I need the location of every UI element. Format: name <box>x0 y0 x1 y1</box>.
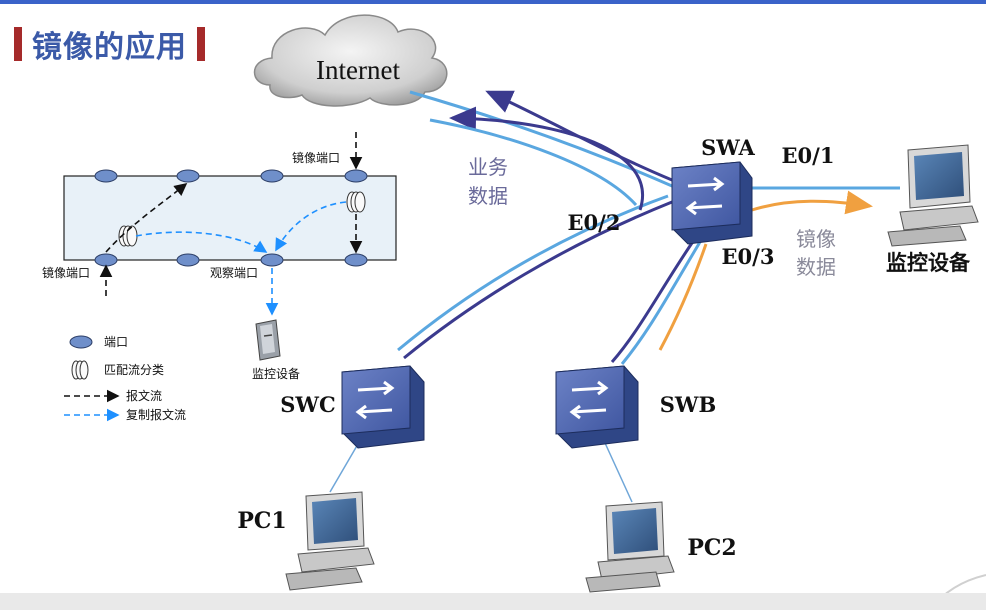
swb-label: SWB <box>660 392 717 417</box>
top-accent-bar <box>0 0 986 4</box>
pc2-label: PC2 <box>687 535 736 561</box>
pc1-icon <box>285 491 375 591</box>
mirror-data-label-line2: 数据 <box>796 255 836 279</box>
monitor-device-label: 监控设备 <box>886 251 971 275</box>
internet-label: Internet <box>316 55 400 85</box>
business-data-label-line1: 业务 <box>468 155 508 179</box>
port-icon <box>344 169 368 183</box>
switch-swb-icon <box>555 365 639 449</box>
slide-title-block: 镜像的应用 <box>14 24 205 65</box>
legend-port-label: 端口 <box>104 335 128 349</box>
legend-flow-classifier-label: 匹配流分类 <box>104 363 164 377</box>
port-icon <box>94 169 118 183</box>
title-marker-left <box>14 27 22 61</box>
legend-copy-flow-label: 复制报文流 <box>126 407 186 422</box>
port-icon <box>344 253 368 267</box>
ports-bottom <box>94 253 368 267</box>
swa-label: SWA <box>701 135 755 160</box>
bottom-bar <box>0 593 986 610</box>
port-e01-label: E0/1 <box>782 143 835 168</box>
legend-flow-classifier-icon <box>71 360 89 380</box>
port-icon <box>260 253 284 267</box>
port-icon <box>176 169 200 183</box>
business-data-label-line2: 数据 <box>468 184 508 208</box>
network-links <box>329 90 900 503</box>
observe-port-label: 观察端口 <box>210 266 258 280</box>
slide-title: 镜像的应用 <box>32 30 187 65</box>
ports-top <box>94 169 368 183</box>
internet-cloud-icon <box>253 14 448 107</box>
pc1-label: PC1 <box>237 508 286 534</box>
legend-packet-flow-label: 报文流 <box>126 388 162 403</box>
monitor-device-icon <box>887 144 979 247</box>
port-icon <box>260 169 284 183</box>
mirror-schematic <box>63 132 397 361</box>
flow-classifier-icon <box>118 225 138 247</box>
pc2-icon <box>585 501 675 593</box>
port-e02-label: E0/2 <box>568 210 621 235</box>
mirror-port-top-label: 镜像端口 <box>292 150 340 165</box>
switch-swc-icon <box>341 365 425 449</box>
flow-classifier-icon <box>346 191 366 213</box>
swc-label: SWC <box>280 392 335 417</box>
mirror-data-label-line1: 镜像 <box>796 227 836 251</box>
title-marker-right <box>197 27 205 61</box>
mirror-port-left-label: 镜像端口 <box>42 265 90 280</box>
inset-monitor-label: 监控设备 <box>252 367 300 381</box>
device-box <box>63 175 397 261</box>
monitor-server-icon <box>255 319 281 361</box>
port-icon <box>94 253 118 267</box>
port-icon <box>176 253 200 267</box>
port-e03-label: E0/3 <box>722 244 775 269</box>
legend: 端口 匹配流分类 报文流 复制报文流 <box>64 335 186 422</box>
legend-port-icon <box>69 335 93 349</box>
switch-swa-icon <box>671 161 753 245</box>
